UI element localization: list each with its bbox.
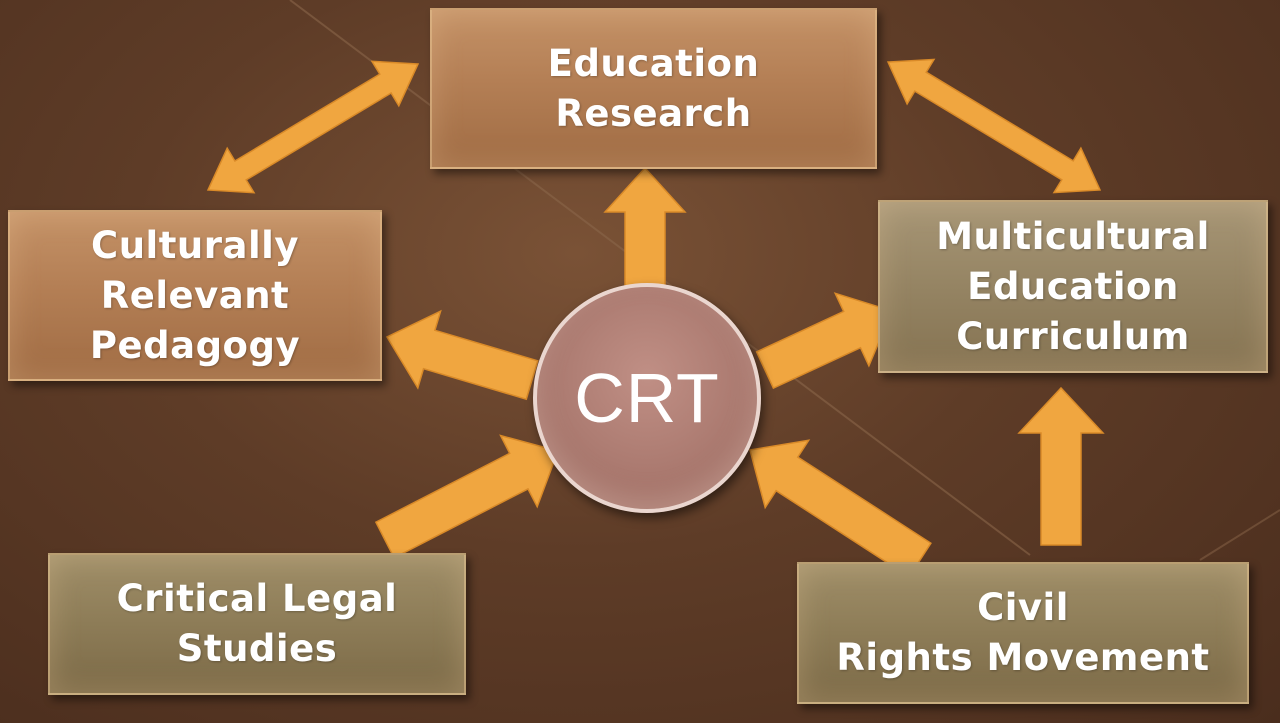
arrow-cls-to-crt: [374, 434, 559, 559]
node-multicultural-education-curriculum: Multicultural Education Curriculum: [878, 200, 1268, 373]
node-education-research: Education Research: [430, 8, 877, 169]
crt-center-circle: CRT: [533, 283, 761, 513]
arrow-crt-to-mec: [755, 292, 894, 390]
node-culturally-relevant-pedagogy: Culturally Relevant Pedagogy: [8, 210, 382, 381]
arrow-education-research-crp: [206, 60, 420, 194]
arrow-crm-to-crt: [749, 439, 932, 578]
arrow-education-research-mec: [886, 58, 1102, 194]
node-critical-legal-studies: Critical Legal Studies: [48, 553, 466, 695]
arrow-crt-to-crp: [385, 309, 539, 401]
arrow-crt-to-education-research: [603, 166, 687, 289]
node-civil-rights-movement: Civil Rights Movement: [797, 562, 1249, 704]
arrow-crm-to-mec: [1017, 386, 1105, 546]
